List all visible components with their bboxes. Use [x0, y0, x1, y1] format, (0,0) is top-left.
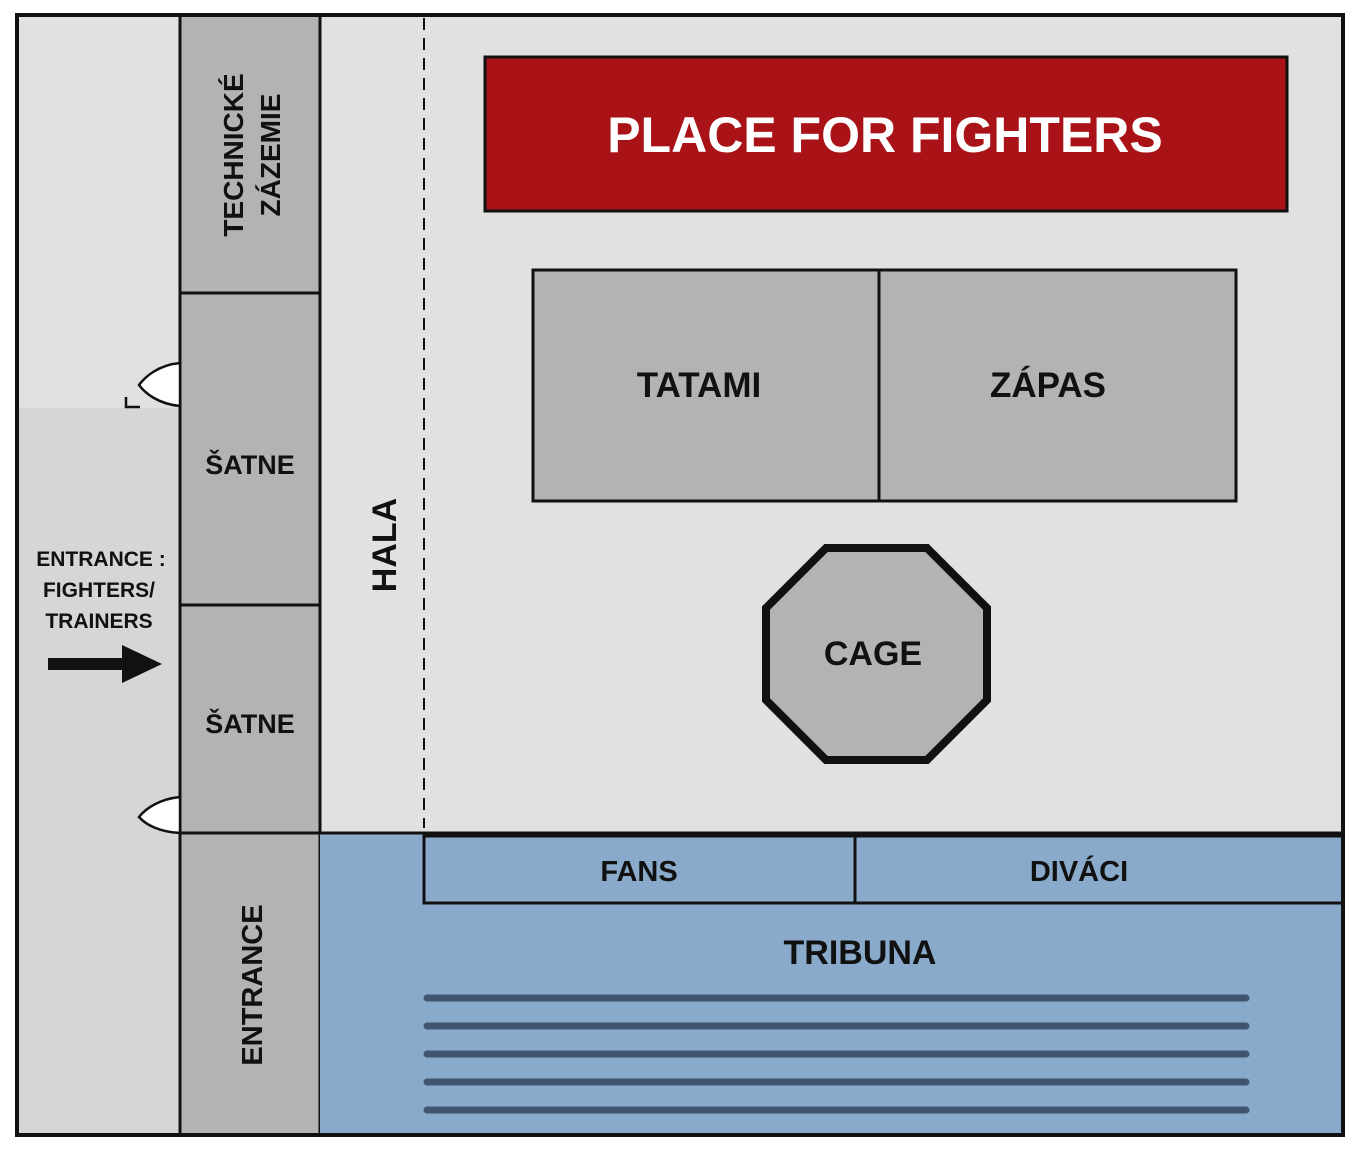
- locker-room-2: [178, 603, 322, 835]
- tribune-seat-rows: [423, 994, 1250, 1114]
- tatami-mat: [531, 268, 881, 503]
- entrance-room-label: ENTRANCE: [237, 904, 269, 1065]
- door-locker-1: [137, 361, 182, 408]
- entrance-room: [178, 831, 322, 1137]
- zapas-mat: [877, 268, 1238, 503]
- technical-room-label-1: TECHNICKÉ: [218, 73, 249, 236]
- tribune-label: TRIBUNA: [784, 934, 937, 972]
- door-locker-2: [137, 795, 182, 835]
- tatami-label: TATAMI: [637, 366, 761, 405]
- entrance-note-line-1: ENTRANCE :: [36, 548, 166, 571]
- entrance-note-line-2: FIGHTERS/: [43, 579, 155, 602]
- locker-room-1-label: ŠATNE: [205, 449, 295, 480]
- outer-border: [15, 13, 1345, 1137]
- door-handle-1: [124, 397, 140, 409]
- locker-room-1: [178, 291, 322, 607]
- entrance-note-line-3: TRAINERS: [45, 610, 152, 633]
- cage-octagon: [762, 544, 991, 764]
- fighters-area: [483, 55, 1289, 213]
- fighters-area-label: PLACE FOR FIGHTERS: [607, 107, 1163, 163]
- hall-label: HALA: [366, 498, 404, 592]
- divaci-label: DIVÁCI: [1030, 854, 1128, 888]
- fans-label: FANS: [600, 856, 677, 888]
- entrance-arrow-icon: [48, 645, 162, 683]
- technical-room-label-2: ZÁZEMIE: [255, 94, 286, 217]
- locker-room-2-label: ŠATNE: [205, 708, 295, 739]
- zapas-label: ZÁPAS: [990, 365, 1106, 405]
- technical-room: [178, 13, 322, 295]
- entrance-corridor: [17, 408, 180, 1135]
- cage-label: CAGE: [824, 635, 922, 673]
